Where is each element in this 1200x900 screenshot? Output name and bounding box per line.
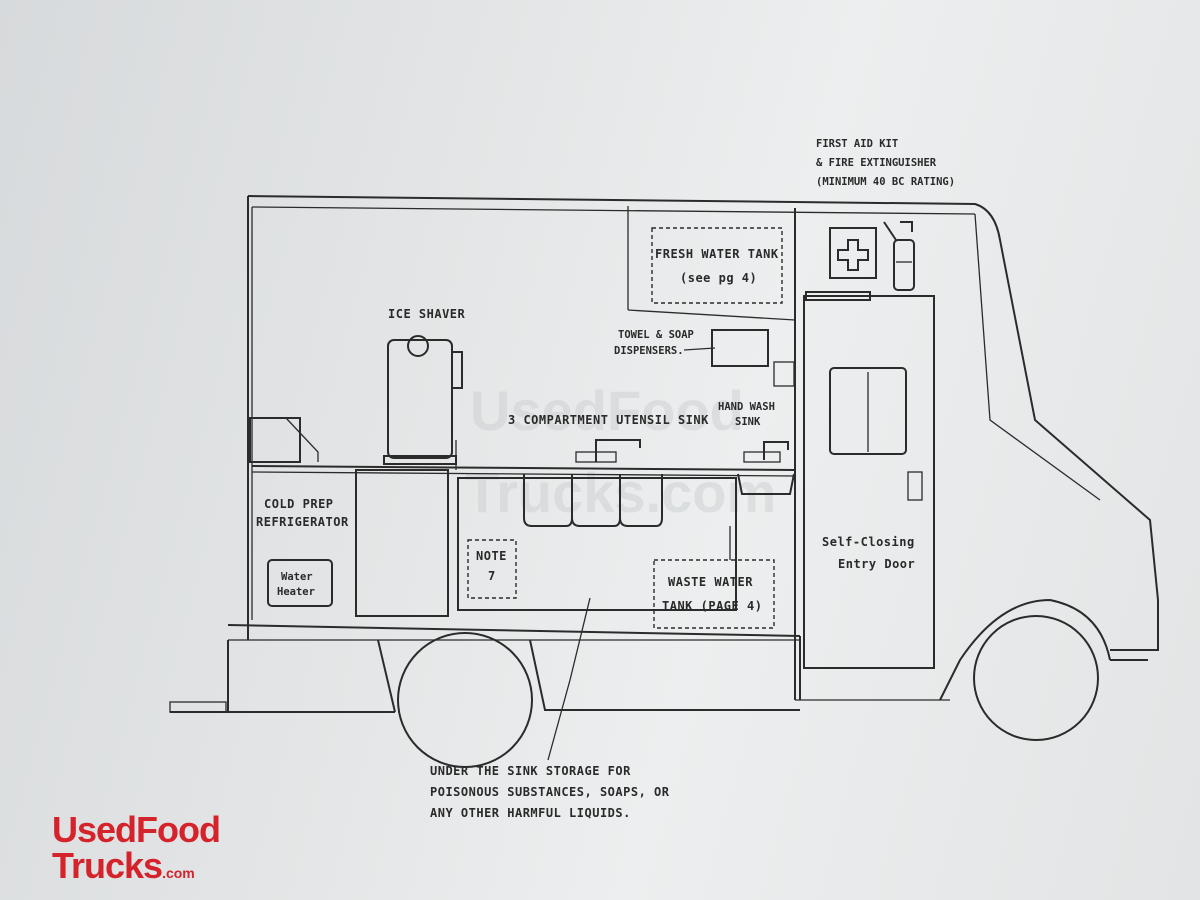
- logo-word-trucks: Trucks: [52, 845, 163, 886]
- first-aid-kit-icon: [829, 227, 877, 279]
- water-heater: [267, 559, 333, 607]
- hand-wash-sink: [737, 441, 795, 495]
- watermark-line1: UsedFood: [470, 379, 744, 442]
- door-label-2: Entry Door: [838, 557, 915, 571]
- rear-wheel: [397, 632, 533, 768]
- door-handle: [907, 471, 923, 501]
- fire-extinguisher-icon: [883, 221, 915, 291]
- hand-wash-label-1: HAND WASH: [718, 401, 775, 413]
- sink-cabinet: [457, 477, 737, 611]
- soap-dispenser: [773, 361, 795, 387]
- note-number: 7: [488, 569, 496, 583]
- towel-soap-label: TOWEL & SOAP: [618, 329, 694, 341]
- fresh-water-label: FRESH WATER TANK: [655, 247, 779, 261]
- towel-dispenser: [711, 329, 769, 367]
- under-sink-label-3: ANY OTHER HARMFUL LIQUIDS.: [430, 806, 631, 820]
- door-label-1: Self-Closing: [822, 535, 915, 549]
- ice-shaver: [383, 335, 463, 465]
- three-compartment-sink: [523, 439, 663, 527]
- water-heater-label-2: Heater: [277, 586, 315, 598]
- door-window: [829, 367, 907, 455]
- ice-shaver-label: ICE SHAVER: [388, 307, 466, 321]
- front-wheel: [973, 615, 1099, 741]
- logo-suffix: .com: [162, 865, 195, 881]
- counter-appliance: [249, 417, 301, 463]
- entry-door: [803, 291, 935, 669]
- waste-water-tank: [653, 559, 775, 629]
- waste-water-label-1: WASTE WATER: [668, 575, 753, 589]
- cold-prep-label-1: COLD PREP: [264, 497, 334, 511]
- extinguisher-rating-label: (MINIMUM 40 BC RATING): [816, 176, 955, 188]
- fire-extinguisher-label: & FIRE EXTINGUISHER: [816, 157, 937, 169]
- utensil-sink-label: 3 COMPARTMENT UTENSIL SINK: [508, 413, 709, 427]
- logo-line1: UsedFood: [52, 809, 221, 850]
- fresh-water-tank: [651, 227, 783, 304]
- fresh-water-page: (see pg 4): [680, 271, 757, 285]
- under-sink-label-1: UNDER THE SINK STORAGE FOR: [430, 764, 631, 778]
- dispensers-label: DISPENSERS.: [614, 345, 684, 357]
- water-heater-label-1: Water: [281, 571, 313, 583]
- cold-prep-refrigerator: [355, 469, 449, 617]
- first-aid-label: FIRST AID KIT: [816, 138, 898, 150]
- logo-line2: Trucks.com: [52, 848, 212, 884]
- usedfoodtrucks-logo: UsedFood Trucks.com: [52, 809, 221, 884]
- cold-prep-label-2: REFRIGERATOR: [256, 515, 349, 529]
- truck-body: [169, 195, 1159, 713]
- note-label: NOTE: [476, 549, 507, 563]
- rear-bumper: [169, 701, 227, 713]
- waste-water-label-2: TANK (PAGE 4): [662, 599, 762, 613]
- hand-wash-label-2: SINK: [735, 416, 761, 428]
- note-box: [467, 539, 517, 599]
- under-sink-label-2: POISONOUS SUBSTANCES, SOAPS, OR: [430, 785, 670, 799]
- under-sink-leader: [547, 597, 591, 761]
